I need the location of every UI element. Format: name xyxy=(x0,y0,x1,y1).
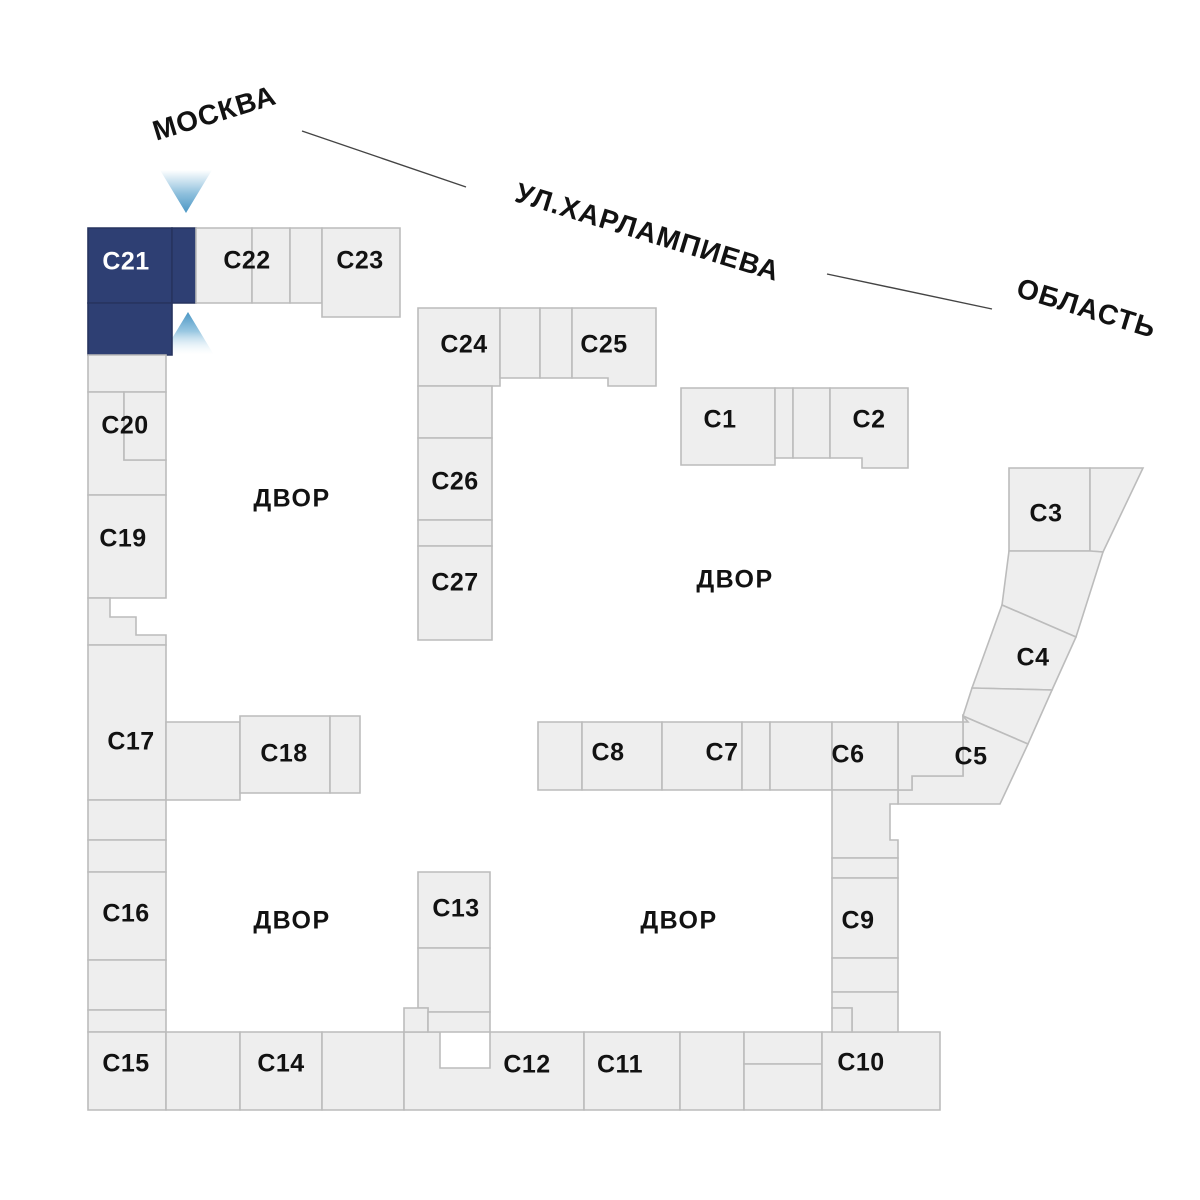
block-C21-riser[interactable] xyxy=(171,227,197,304)
block-C17-seg-c[interactable] xyxy=(87,839,167,873)
block-C26-seg-a[interactable] xyxy=(417,385,493,439)
block-C10-seg-a[interactable] xyxy=(743,1031,823,1065)
block-C11-seg-b[interactable] xyxy=(679,1031,745,1111)
block-label-C2[interactable]: C2 xyxy=(853,406,886,434)
block-C13-base[interactable] xyxy=(427,1011,491,1033)
block-group-north-west xyxy=(87,227,401,356)
block-C6-body[interactable] xyxy=(769,721,833,791)
block-label-C4[interactable]: C4 xyxy=(1017,644,1050,672)
entrance-arrow-up-icon xyxy=(162,312,214,355)
block-C24-seg-b[interactable] xyxy=(499,307,541,379)
block-C9-seg-b[interactable] xyxy=(831,857,899,879)
leader-line-oblast xyxy=(826,273,993,310)
label-street-name: УЛ.ХАРЛАМПИЕВА xyxy=(512,177,784,287)
street-leader-lines xyxy=(301,130,993,310)
block-C27-seg-a[interactable] xyxy=(417,519,493,547)
yard-label-sw: ДВОР xyxy=(253,907,330,935)
block-group-central-strip xyxy=(417,307,657,641)
block-C2-body[interactable] xyxy=(829,387,909,469)
yard-labels: ДВОР ДВОР ДВОР ДВОР xyxy=(253,485,773,935)
block-C27-body[interactable] xyxy=(417,545,493,641)
block-label-C3[interactable]: C3 xyxy=(1030,500,1063,528)
block-C12-body[interactable] xyxy=(403,1031,585,1111)
block-labels: C21 C22 C23 C20 C19 C17 C18 C16 C15 C14 … xyxy=(99,247,1062,1079)
block-C10-seg-b[interactable] xyxy=(743,1063,823,1111)
block-group-east-angled xyxy=(897,467,1145,805)
block-C15-seg-b[interactable] xyxy=(165,1031,241,1111)
leader-line-moskva xyxy=(301,130,467,188)
block-C20-notch[interactable] xyxy=(123,391,167,461)
block-C9-seg-a[interactable] xyxy=(831,789,899,859)
block-label-C24[interactable]: C24 xyxy=(440,331,487,359)
block-label-C1[interactable]: C1 xyxy=(704,406,737,434)
street-labels: МОСКВА УЛ.ХАРЛАМПИЕВА ОБЛАСТЬ xyxy=(149,80,1160,344)
block-C16-seg-c[interactable] xyxy=(87,1009,167,1033)
block-C22-seg-c[interactable] xyxy=(289,227,323,304)
block-C18-link[interactable] xyxy=(165,721,241,801)
block-group-C13 xyxy=(403,871,491,1033)
block-label-C11[interactable]: C11 xyxy=(597,1051,643,1079)
block-C17-body[interactable] xyxy=(87,644,167,801)
block-label-C25[interactable]: C25 xyxy=(580,331,627,359)
yard-label-nw: ДВОР xyxy=(253,485,330,513)
block-C23[interactable] xyxy=(321,227,401,318)
block-label-C9[interactable]: C9 xyxy=(842,907,875,935)
block-group-west-column xyxy=(87,354,167,1033)
block-C13-seg-b[interactable] xyxy=(417,947,491,1013)
block-label-C15[interactable]: C15 xyxy=(102,1050,149,1078)
block-label-C14[interactable]: C14 xyxy=(257,1050,304,1078)
block-C24-body[interactable] xyxy=(417,307,501,387)
block-label-C27[interactable]: C27 xyxy=(431,569,478,597)
block-C1-seg-b[interactable] xyxy=(774,387,794,459)
block-group-north-east xyxy=(680,387,909,469)
block-C9-foot[interactable] xyxy=(831,1007,853,1033)
block-label-C22[interactable]: C22 xyxy=(223,247,270,275)
block-C17-seg-b[interactable] xyxy=(87,799,167,841)
block-label-C20[interactable]: C20 xyxy=(101,412,148,440)
block-C1-body[interactable] xyxy=(680,387,776,466)
block-label-C18[interactable]: C18 xyxy=(260,740,307,768)
block-C3-tail[interactable] xyxy=(1089,467,1145,553)
entrance-markers xyxy=(160,170,214,355)
block-label-C10[interactable]: C10 xyxy=(837,1049,884,1077)
yard-label-se: ДВОР xyxy=(640,907,717,935)
block-label-C12[interactable]: C12 xyxy=(503,1051,550,1079)
block-label-C23[interactable]: C23 xyxy=(336,247,383,275)
block-C14-seg-b[interactable] xyxy=(321,1031,405,1111)
block-C7-seg-b[interactable] xyxy=(741,721,771,791)
entrance-arrow-down-icon xyxy=(160,170,212,213)
block-label-C21[interactable]: C21 xyxy=(102,248,149,276)
block-label-C17[interactable]: C17 xyxy=(107,728,154,756)
block-label-C6[interactable]: C6 xyxy=(832,741,865,769)
block-label-C8[interactable]: C8 xyxy=(592,739,625,767)
block-C20-seg-top[interactable] xyxy=(87,354,167,393)
label-oblast: ОБЛАСТЬ xyxy=(1013,272,1160,344)
block-C5-body[interactable] xyxy=(897,713,970,791)
block-group-bottom-row xyxy=(87,1031,941,1111)
block-group-south-east-row xyxy=(537,721,899,1033)
block-C10-body[interactable] xyxy=(821,1031,941,1111)
block-C13-foot[interactable] xyxy=(403,1007,429,1033)
block-label-C13[interactable]: C13 xyxy=(432,895,479,923)
block-label-C7[interactable]: C7 xyxy=(706,739,739,767)
block-label-C5[interactable]: C5 xyxy=(955,743,988,771)
block-C8-seg-a[interactable] xyxy=(537,721,583,791)
block-C19-step[interactable] xyxy=(87,597,167,646)
block-C19-body[interactable] xyxy=(87,494,167,599)
block-C25-seg-a[interactable] xyxy=(539,307,573,379)
block-C2-seg-a[interactable] xyxy=(792,387,831,459)
label-moskva: МОСКВА xyxy=(149,80,280,147)
block-label-C26[interactable]: C26 xyxy=(431,468,478,496)
block-label-C16[interactable]: C16 xyxy=(102,900,149,928)
block-C21-wing[interactable] xyxy=(87,302,173,356)
block-C25-body[interactable] xyxy=(571,307,657,387)
block-C9-seg-c[interactable] xyxy=(831,957,899,993)
yard-label-ne: ДВОР xyxy=(696,566,773,594)
block-group-C18 xyxy=(165,715,361,801)
block-C18-seg-b[interactable] xyxy=(329,715,361,794)
block-C16-seg-b[interactable] xyxy=(87,959,167,1011)
block-label-C19[interactable]: C19 xyxy=(99,525,146,553)
